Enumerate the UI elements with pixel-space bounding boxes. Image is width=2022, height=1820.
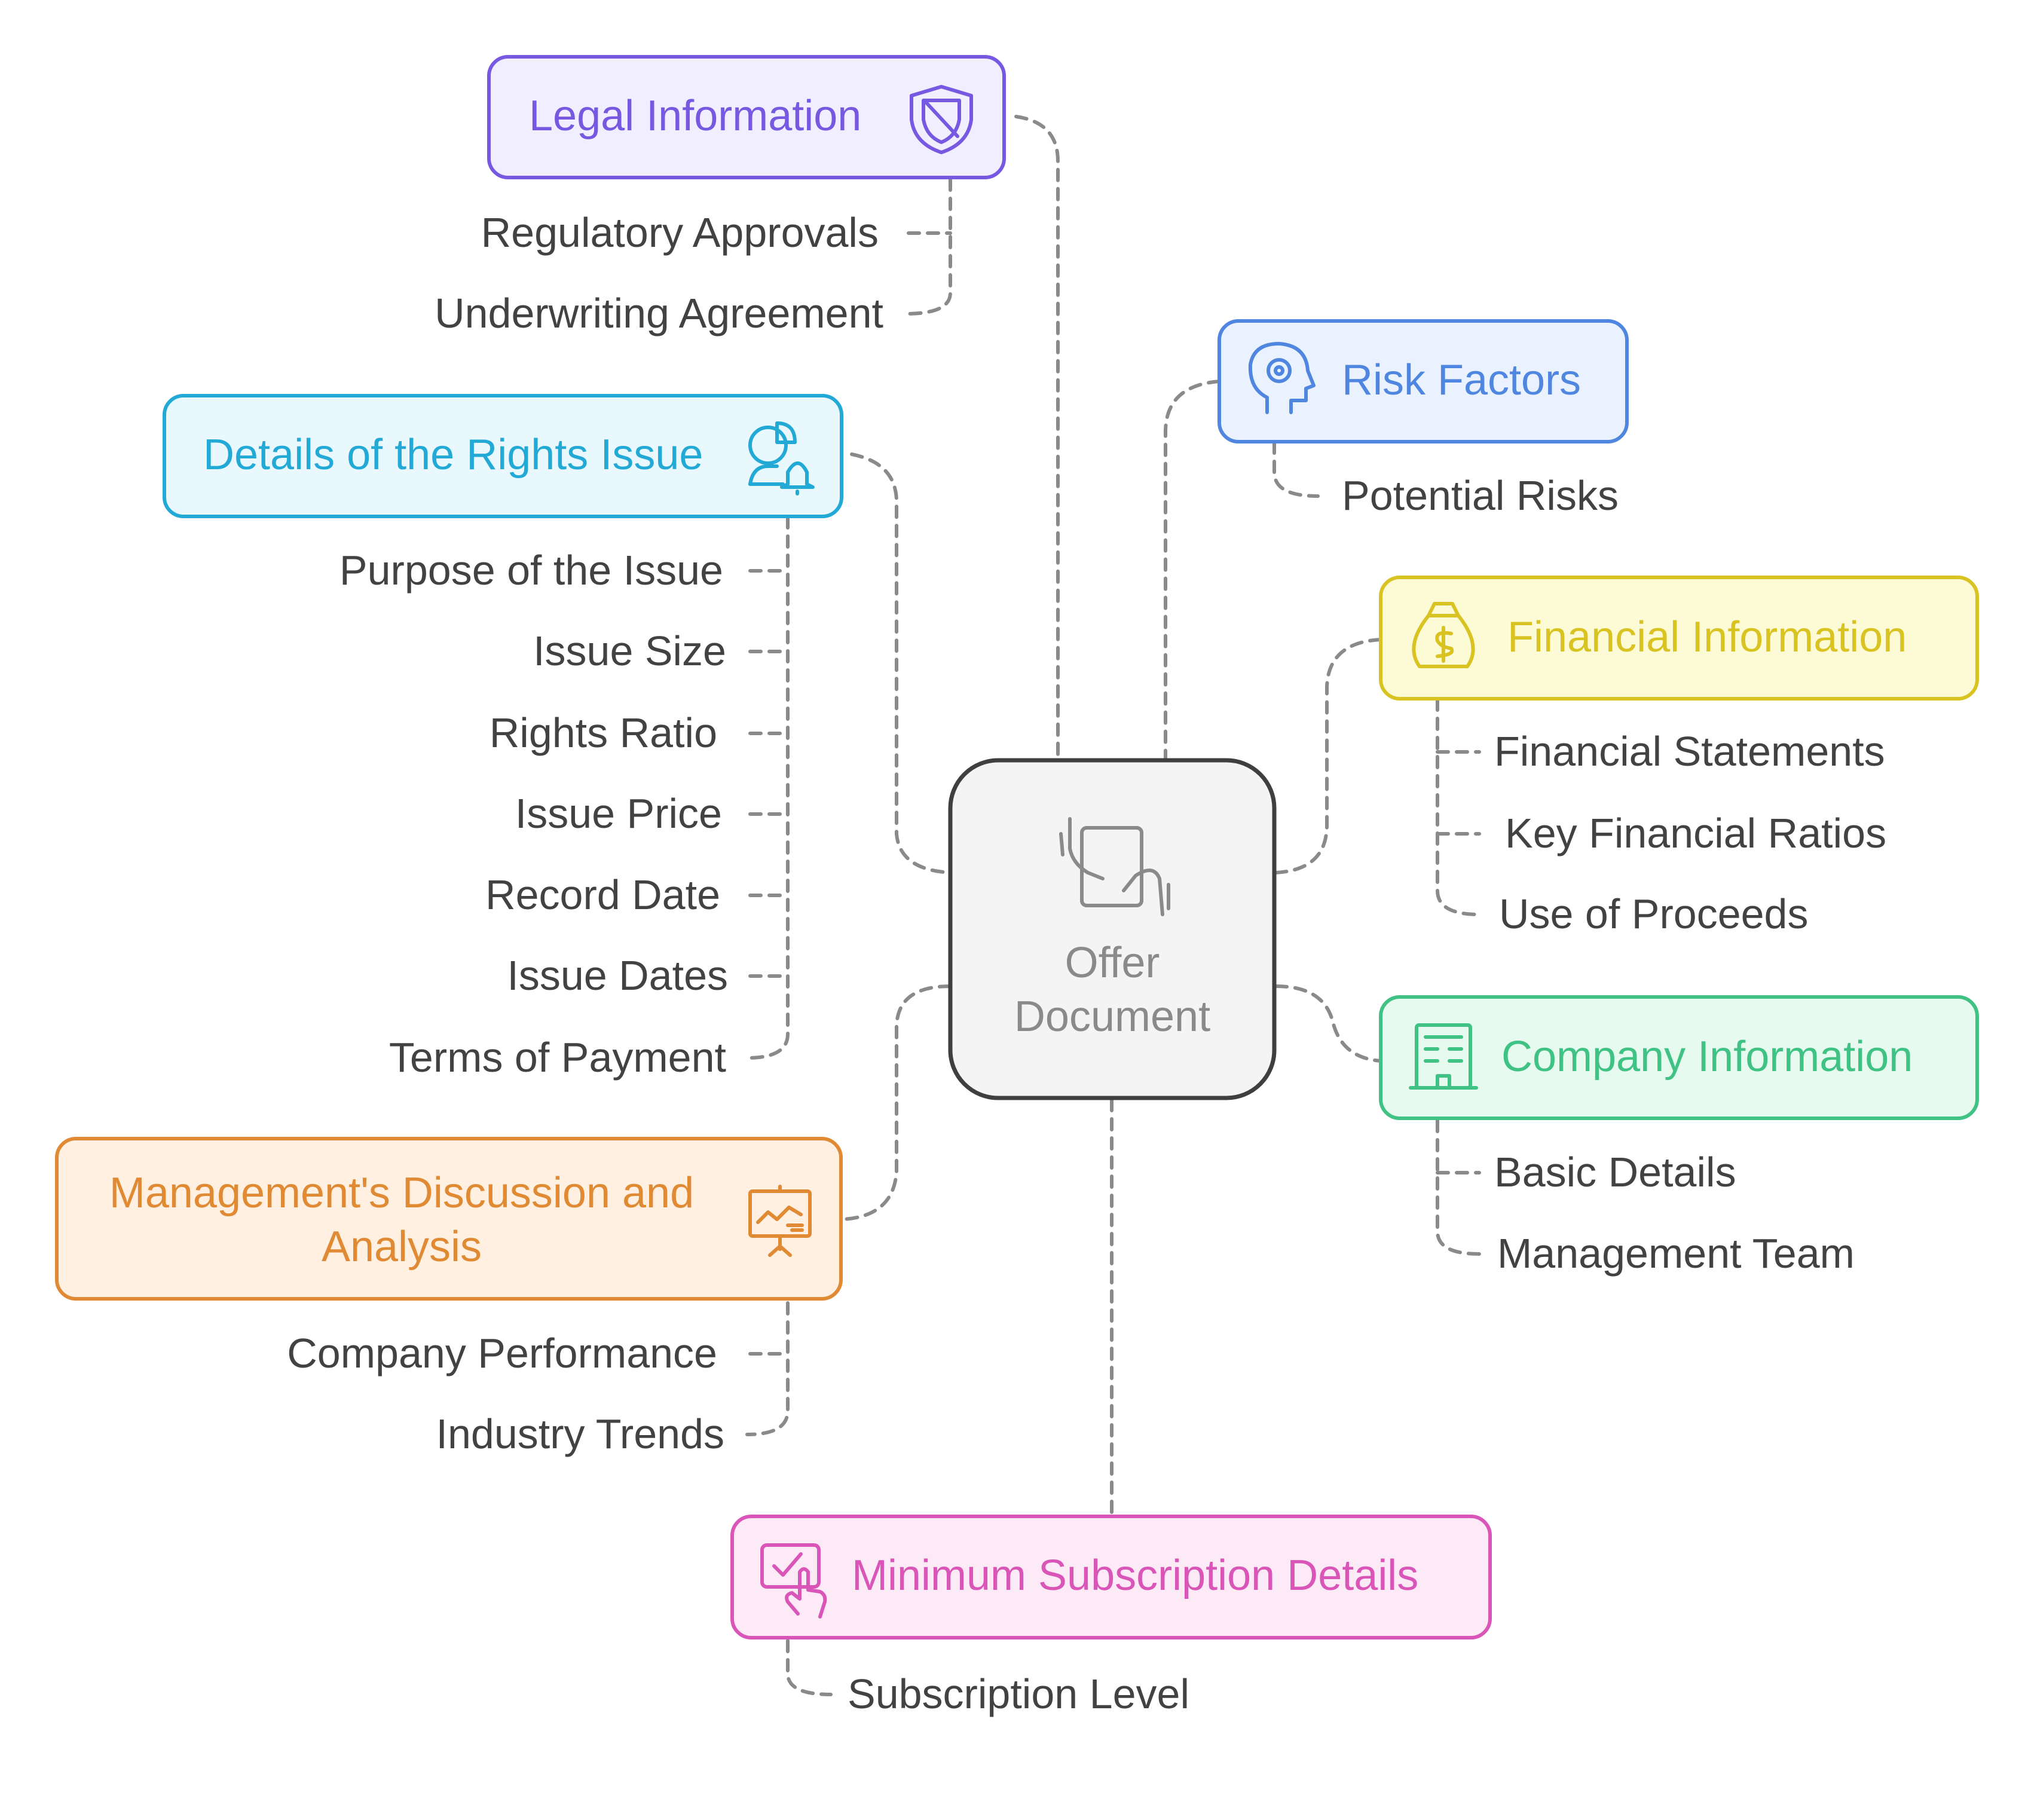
node-risk[interactable]: Risk Factors (1218, 319, 1629, 443)
money-bag-icon (1412, 602, 1475, 668)
rights-item: Record Date (485, 871, 720, 918)
node-financial[interactable]: Financial Information (1379, 576, 1979, 701)
financial-item: Key Financial Ratios (1505, 810, 1886, 857)
minsub-title: Minimum Subscription Details (852, 1552, 1418, 1599)
company-item: Basic Details (1494, 1149, 1736, 1195)
node-minsub[interactable]: Minimum Subscription Details (730, 1515, 1492, 1639)
rights-title: Details of the Rights Issue (203, 431, 703, 479)
mgmt-box[interactable] (55, 1137, 843, 1301)
legal-item: Regulatory Approvals (481, 209, 879, 256)
center-node: Offer Document (948, 758, 1277, 1100)
mgmt-title-line1: Management's Discussion and (109, 1169, 694, 1217)
company-item: Management Team (1497, 1230, 1855, 1277)
risk-item: Potential Risks (1342, 472, 1619, 519)
connectors (745, 115, 1481, 1696)
minsub-box[interactable] (730, 1515, 1492, 1639)
building-icon (1409, 1023, 1478, 1090)
mgmt-item: Company Performance (287, 1330, 717, 1377)
risk-title: Risk Factors (1342, 356, 1581, 404)
financial-item: Financial Statements (1494, 728, 1885, 775)
node-company[interactable]: Company Information (1379, 995, 1979, 1120)
company-box[interactable] (1379, 995, 1979, 1120)
rights-box[interactable] (163, 394, 843, 518)
node-legal[interactable]: Legal Information (487, 55, 1006, 179)
minsub-item: Subscription Level (848, 1671, 1189, 1717)
connector-risk (1164, 380, 1221, 761)
connector-risk-items (1272, 441, 1320, 498)
node-mgmt[interactable]: Management's Discussion and Analysis (55, 1137, 843, 1301)
mgmt-title-line2: Analysis (322, 1223, 482, 1271)
connector-legal (1014, 115, 1060, 761)
legal-box[interactable] (487, 55, 1006, 179)
connector-legal-items (904, 178, 952, 316)
connector-financial (1274, 638, 1382, 874)
center-title-line2: Document (1014, 993, 1210, 1041)
connector-company-items (1436, 1119, 1481, 1256)
financial-title: Financial Information (1507, 613, 1907, 661)
connector-company (1274, 984, 1382, 1063)
rights-item: Issue Price (515, 790, 722, 837)
rights-item: Rights Ratio (490, 709, 717, 756)
center-box (948, 758, 1277, 1100)
presentation-chart-icon (748, 1185, 812, 1257)
touch-check-icon (760, 1543, 827, 1619)
connector-minsub-items (786, 1639, 833, 1696)
node-rights[interactable]: Details of the Rights Issue (163, 394, 843, 518)
hand-document-icon (1059, 817, 1170, 916)
company-title: Company Information (1501, 1033, 1913, 1081)
center-title-line1: Offer (1065, 939, 1160, 987)
mgmt-item: Industry Trends (436, 1411, 724, 1457)
connector-financial-items (1436, 698, 1481, 916)
rights-item: Terms of Payment (389, 1034, 726, 1081)
connector-rights (850, 452, 952, 874)
financial-item: Use of Proceeds (1499, 891, 1808, 937)
financial-box[interactable] (1379, 576, 1979, 701)
rights-item: Issue Dates (507, 952, 728, 999)
head-gear-icon (1248, 342, 1316, 414)
rights-item: Purpose of the Issue (339, 547, 723, 594)
connector-mgmt (841, 984, 952, 1221)
rights-item: Issue Size (533, 628, 726, 674)
shield-icon (910, 85, 973, 154)
legal-item: Underwriting Agreement (435, 290, 883, 337)
user-bell-icon (748, 421, 815, 495)
connector-rights-items (745, 515, 790, 1060)
connector-mgmt-items (745, 1301, 790, 1436)
risk-box[interactable] (1218, 319, 1629, 443)
legal-title: Legal Information (529, 92, 861, 140)
